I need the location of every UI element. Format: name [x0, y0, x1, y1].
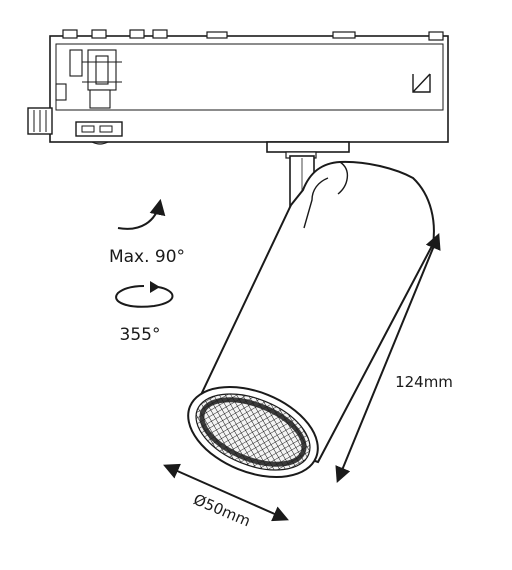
earth-symbol-icon — [412, 73, 431, 93]
adapter-top-clip — [62, 29, 78, 39]
tilt-indicator — [117, 198, 166, 230]
tilt-arrow-icon — [117, 198, 166, 230]
rotation-label: 355° — [120, 325, 161, 345]
honeycomb-grille — [195, 393, 311, 471]
diameter-dimension — [163, 463, 289, 522]
adapter-top-clip — [152, 29, 168, 39]
track-adapter — [27, 29, 449, 145]
adapter-release — [55, 83, 67, 101]
length-label: 124mm — [395, 373, 453, 391]
adapter-contact — [69, 49, 83, 77]
adapter-top-clip — [206, 31, 228, 39]
tilt-label: Max. 90° — [109, 247, 185, 267]
rotation-indicator — [115, 281, 174, 308]
spotlight-body — [187, 160, 435, 478]
adapter-top-clip — [129, 29, 145, 39]
adapter-contact — [95, 55, 109, 85]
diameter-dimension-arrow-icon — [163, 463, 289, 522]
length-dimension — [335, 233, 441, 483]
stem-plate — [266, 141, 350, 153]
diameter-label: Ø50mm — [191, 490, 253, 530]
rotation-arrow-icon — [115, 285, 174, 308]
adapter-top-clip — [332, 31, 356, 39]
length-dimension-arrow-icon — [335, 233, 441, 483]
adapter-inner-panel — [55, 43, 444, 111]
adapter-top-clip — [91, 29, 107, 39]
adapter-top-clip — [428, 31, 444, 41]
adapter-contact — [89, 89, 111, 109]
